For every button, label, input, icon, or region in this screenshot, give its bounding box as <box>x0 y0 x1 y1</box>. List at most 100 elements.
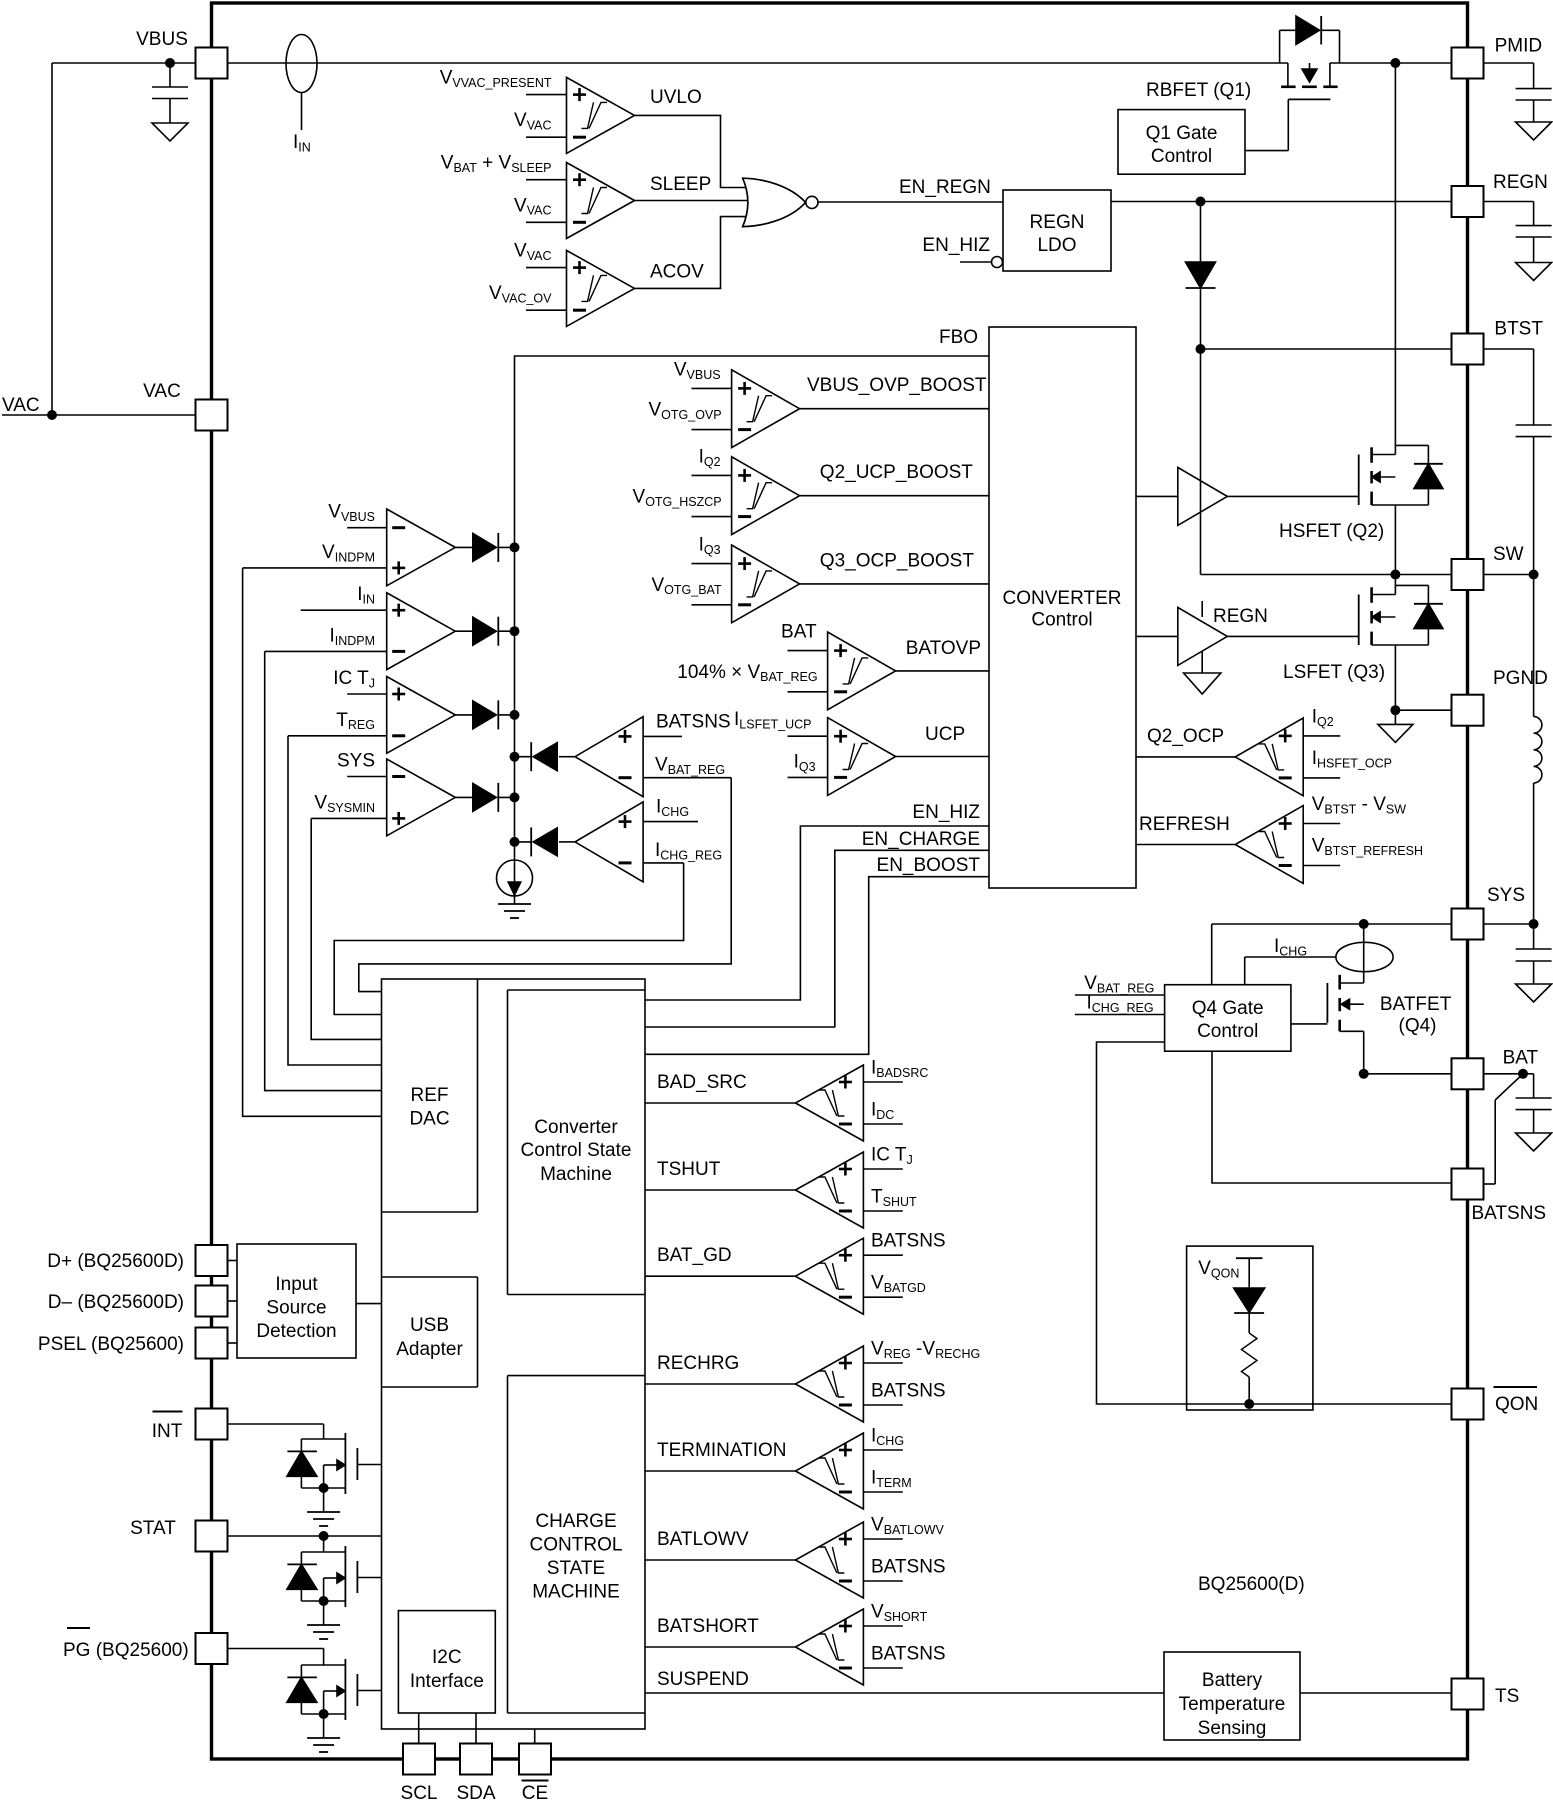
svg-text:Input: Input <box>275 1274 318 1295</box>
svg-text:ITERM​: ITERM​ <box>871 1468 912 1490</box>
svg-text:VVBUS​: VVBUS​ <box>328 502 375 524</box>
svg-text:TSHUT: TSHUT <box>657 1159 721 1180</box>
svg-text:ICHG​: ICHG​ <box>1274 936 1307 958</box>
svg-text:INT: INT <box>152 1421 183 1442</box>
svg-text:Q4 Gate: Q4 Gate <box>1192 998 1264 1019</box>
svg-text:Control: Control <box>1031 610 1092 631</box>
svg-text:EN_HIZ: EN_HIZ <box>912 802 980 823</box>
svg-text:EN_REGN: EN_REGN <box>899 177 991 198</box>
svg-text:BATSNS: BATSNS <box>656 711 731 732</box>
svg-text:BATSHORT: BATSHORT <box>657 1616 759 1637</box>
svg-text:Q2_OCP: Q2_OCP <box>1147 726 1224 747</box>
svg-text:CONVERTER: CONVERTER <box>1003 588 1122 609</box>
svg-text:VVAC_OV​: VVAC_OV​ <box>489 283 552 305</box>
svg-text:ICHG_REG​: ICHG_REG​ <box>1087 993 1154 1015</box>
svg-text:VBATLOWV​: VBATLOWV​ <box>871 1515 945 1537</box>
svg-text:Q1 Gate: Q1 Gate <box>1146 123 1218 144</box>
svg-text:IIN​: IIN​ <box>293 132 311 154</box>
svg-text:IC TJ​: IC TJ​ <box>333 668 375 690</box>
svg-text:FBO: FBO <box>939 327 978 348</box>
svg-text:BATSNS: BATSNS <box>871 1231 946 1252</box>
svg-text:VBAT_REG​: VBAT_REG​ <box>655 755 725 777</box>
svg-text:PG (BQ25600): PG (BQ25600) <box>63 1640 189 1661</box>
svg-text:SDA: SDA <box>456 1783 495 1804</box>
svg-text:VINDPM​: VINDPM​ <box>322 542 375 564</box>
svg-text:PMID: PMID <box>1495 35 1543 56</box>
svg-text:CE: CE <box>522 1783 548 1804</box>
svg-text:Control: Control <box>1197 1021 1258 1042</box>
svg-text:REGN: REGN <box>1030 212 1085 233</box>
svg-text:BATSNS: BATSNS <box>871 1381 946 1402</box>
svg-text:Detection: Detection <box>256 1321 336 1342</box>
svg-text:STAT: STAT <box>130 1518 176 1539</box>
svg-text:VSYSMIN​: VSYSMIN​ <box>314 792 375 814</box>
svg-text:D– (BQ25600D): D– (BQ25600D) <box>48 1292 184 1313</box>
svg-text:VAC: VAC <box>2 395 40 416</box>
svg-text:TS: TS <box>1495 1686 1519 1707</box>
svg-text:ACOV: ACOV <box>650 262 704 283</box>
svg-text:Sensing: Sensing <box>1198 1718 1267 1739</box>
svg-text:IBADSRC​: IBADSRC​ <box>871 1058 928 1080</box>
svg-text:PGND: PGND <box>1493 668 1548 689</box>
svg-text:BAT_GD: BAT_GD <box>657 1245 732 1266</box>
svg-text:Control: Control <box>1151 146 1212 167</box>
svg-text:VQON​: VQON​ <box>1198 1258 1239 1280</box>
svg-text:Q2_UCP_BOOST: Q2_UCP_BOOST <box>820 462 973 483</box>
svg-text:BQ25600(D): BQ25600(D) <box>1198 1574 1305 1595</box>
svg-text:SYS: SYS <box>337 751 375 772</box>
svg-text:IIN​: IIN​ <box>357 584 375 606</box>
svg-text:BAT: BAT <box>781 622 817 643</box>
svg-text:QON: QON <box>1495 1394 1538 1415</box>
svg-text:VAC: VAC <box>143 381 181 402</box>
svg-text:VVAC​: VVAC​ <box>514 110 551 132</box>
svg-text:SCL: SCL <box>401 1783 438 1804</box>
svg-text:IDC​: IDC​ <box>871 1100 894 1122</box>
svg-text:Control State: Control State <box>521 1140 632 1161</box>
svg-text:SW: SW <box>1493 544 1524 565</box>
svg-text:EN_BOOST: EN_BOOST <box>877 855 981 876</box>
svg-text:BATFET: BATFET <box>1380 994 1452 1015</box>
svg-text:Converter: Converter <box>534 1117 618 1138</box>
svg-text:SYS: SYS <box>1487 885 1525 906</box>
svg-text:HSFET (Q2): HSFET (Q2) <box>1279 521 1384 542</box>
svg-text:VBATGD​: VBATGD​ <box>871 1273 926 1295</box>
svg-text:VBUS_OVP_BOOST: VBUS_OVP_BOOST <box>807 375 987 396</box>
svg-text:VREG​ -VRECHG​: VREG​ -VRECHG​ <box>871 1339 980 1361</box>
svg-text:Battery: Battery <box>1202 1670 1263 1691</box>
svg-text:TERMINATION: TERMINATION <box>657 1440 786 1461</box>
svg-text:Source: Source <box>266 1298 326 1319</box>
svg-text:IC TJ​: IC TJ​ <box>871 1145 913 1167</box>
svg-text:RBFET (Q1): RBFET (Q1) <box>1146 80 1251 101</box>
svg-text:IQ2​: IQ2​ <box>1312 706 1334 728</box>
svg-text:Interface: Interface <box>410 1671 484 1692</box>
svg-text:BATSNS: BATSNS <box>1472 1203 1547 1224</box>
svg-text:EN_HIZ: EN_HIZ <box>922 235 990 256</box>
svg-text:BATLOWV: BATLOWV <box>657 1529 749 1550</box>
svg-text:REGN: REGN <box>1493 172 1548 193</box>
svg-text:UVLO: UVLO <box>650 87 702 108</box>
svg-text:VVAC​: VVAC​ <box>514 195 551 217</box>
svg-text:Temperature: Temperature <box>1179 1694 1286 1715</box>
svg-text:104% × VBAT_REG​: 104% × VBAT_REG​ <box>677 662 817 684</box>
svg-text:REGN: REGN <box>1213 606 1268 627</box>
svg-text:USB: USB <box>410 1315 449 1336</box>
svg-text:Adapter: Adapter <box>396 1339 463 1360</box>
svg-text:I2C: I2C <box>432 1647 462 1668</box>
svg-text:TSHUT​: TSHUT​ <box>871 1187 917 1209</box>
svg-text:SLEEP: SLEEP <box>650 174 711 195</box>
svg-text:VBTST_REFRESH​: VBTST_REFRESH​ <box>1312 836 1423 858</box>
svg-text:Machine: Machine <box>540 1164 612 1185</box>
svg-text:VBTST​ - VSW​: VBTST​ - VSW​ <box>1312 794 1407 816</box>
svg-text:RECHRG: RECHRG <box>657 1353 739 1374</box>
svg-text:VVBUS​: VVBUS​ <box>674 359 721 381</box>
svg-text:BAD_SRC: BAD_SRC <box>657 1072 747 1093</box>
svg-text:BATSNS: BATSNS <box>871 1644 946 1665</box>
svg-text:ICHG​: ICHG​ <box>656 797 689 819</box>
svg-text:LSFET (Q3): LSFET (Q3) <box>1283 662 1385 683</box>
svg-text:VBAT_REG​: VBAT_REG​ <box>1084 973 1154 995</box>
svg-text:LDO: LDO <box>1037 235 1076 256</box>
svg-text:ICHG​: ICHG​ <box>871 1426 904 1448</box>
svg-text:SUSPEND: SUSPEND <box>657 1669 749 1690</box>
svg-text:CHARGE: CHARGE <box>535 1511 616 1532</box>
svg-text:ILSFET_UCP​: ILSFET_UCP​ <box>734 709 812 731</box>
